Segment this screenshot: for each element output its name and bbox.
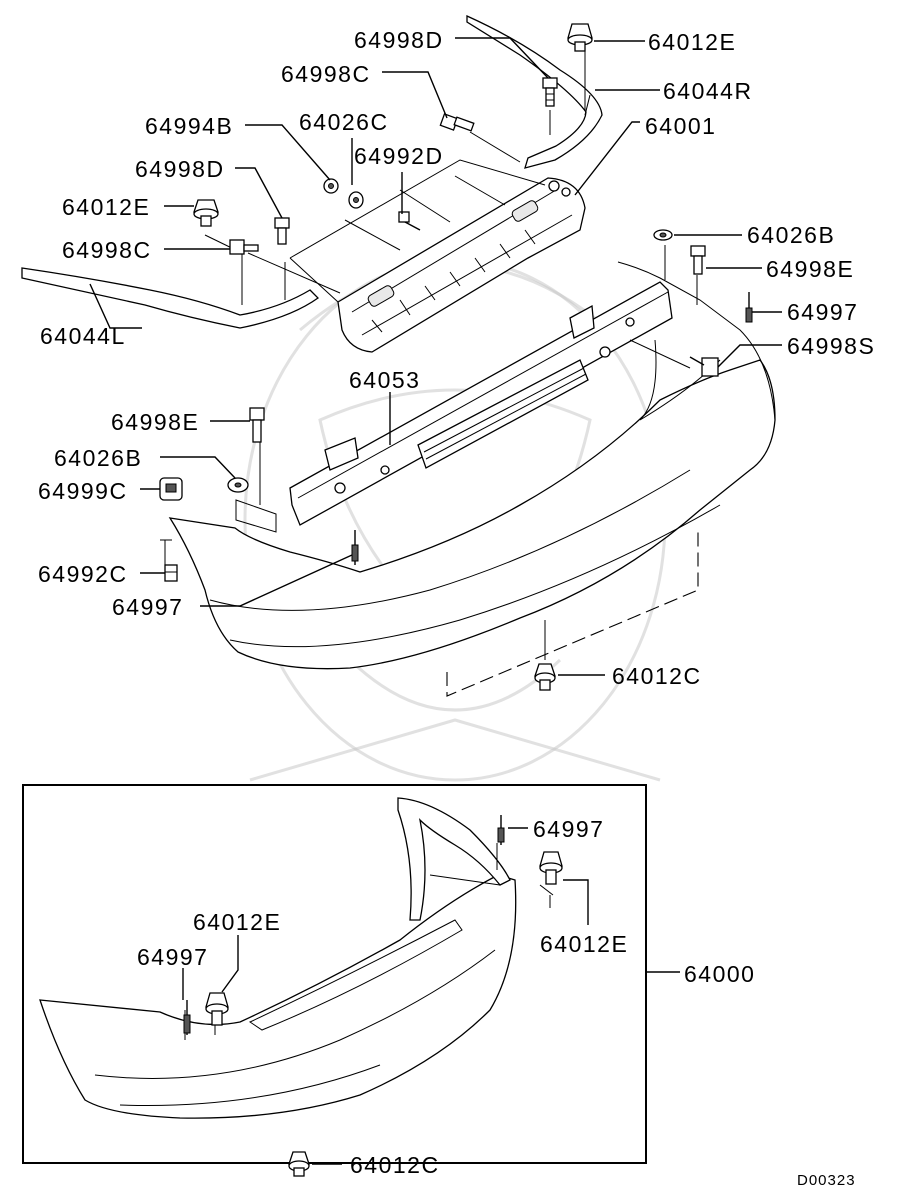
inset-frame [22, 784, 647, 1164]
fastener-64997-left [351, 530, 359, 565]
label-inset-64000: 64000 [684, 961, 755, 987]
label-64994B: 64994B [145, 113, 233, 139]
label-inset-64997-top: 64997 [533, 816, 604, 842]
leader-lines [89, 37, 782, 1165]
label-64998S: 64998S [787, 333, 875, 359]
side-strip-left [21, 267, 320, 329]
fastener-64998D-top [542, 77, 558, 107]
label-64012E-left: 64012E [62, 194, 150, 220]
part-labels: 64998D 64012E 64998C 64044R 64994B 64026… [38, 27, 875, 1187]
inset-fastener-64997-top [497, 815, 505, 845]
inset-bumper-cover [39, 797, 517, 1119]
label-64044L: 64044L [40, 323, 126, 349]
fastener-64997-right [745, 292, 753, 323]
fastener-64026B-left [227, 477, 249, 493]
fastener-64012E-left [193, 199, 219, 227]
inset-fastener-64997-left [183, 1000, 191, 1035]
inset-fastener-64012C [288, 1151, 310, 1177]
fastener-64998D-left [274, 217, 290, 245]
bumper-reinforcement [289, 281, 673, 526]
label-64992D: 64992D [354, 143, 444, 169]
label-64026C: 64026C [299, 109, 389, 135]
label-64012C-upper: 64012C [612, 663, 702, 689]
label-64998C-left: 64998C [62, 237, 152, 263]
fastener-64998C-top [439, 113, 475, 132]
label-inset-64012E-right: 64012E [540, 931, 628, 957]
label-64998E-left: 64998E [111, 409, 199, 435]
label-64001: 64001 [645, 113, 716, 139]
label-64999C: 64999C [38, 478, 128, 504]
label-64998E-right: 64998E [766, 256, 854, 282]
fastener-64026C [348, 191, 364, 209]
label-64997-left: 64997 [112, 594, 183, 620]
alignment-guides-upper [204, 45, 586, 305]
fastener-64999C [159, 477, 183, 501]
label-64053: 64053 [349, 367, 420, 393]
fastener-64012C-upper [534, 663, 556, 691]
label-64026B-left: 64026B [54, 445, 142, 471]
fastener-64992C [164, 564, 178, 582]
label-64026B-right: 64026B [747, 222, 835, 248]
upper-bracket [337, 177, 586, 353]
label-64998C-top: 64998C [281, 61, 371, 87]
fastener-64992D [398, 211, 421, 231]
alignment-guides-lower [160, 245, 699, 697]
label-64992C: 64992C [38, 561, 128, 587]
fastener-64998E-right [690, 245, 706, 275]
label-64998D-top: 64998D [354, 27, 444, 53]
fastener-64012E-top [567, 23, 593, 52]
fastener-64026B-right [653, 229, 673, 241]
label-64997-right: 64997 [787, 299, 858, 325]
label-64044R: 64044R [663, 78, 753, 104]
fastener-64998C-left [229, 239, 259, 255]
inset-fastener-64012E-left [205, 992, 229, 1026]
label-64998D-left: 64998D [135, 156, 225, 182]
fastener-64998S [689, 356, 719, 377]
label-64012E-top: 64012E [648, 29, 736, 55]
bumper-cover-main [168, 261, 776, 670]
side-strip-right [466, 14, 603, 169]
label-inset-64012C: 64012C [350, 1152, 440, 1178]
diagram-code: D00323 [797, 1172, 856, 1187]
fastener-64998E-left [249, 407, 265, 443]
inset-fastener-64012E-right [539, 851, 563, 885]
fastener-64994B [323, 178, 339, 194]
label-inset-64997-left: 64997 [137, 944, 208, 970]
label-inset-64012E-left: 64012E [193, 909, 281, 935]
